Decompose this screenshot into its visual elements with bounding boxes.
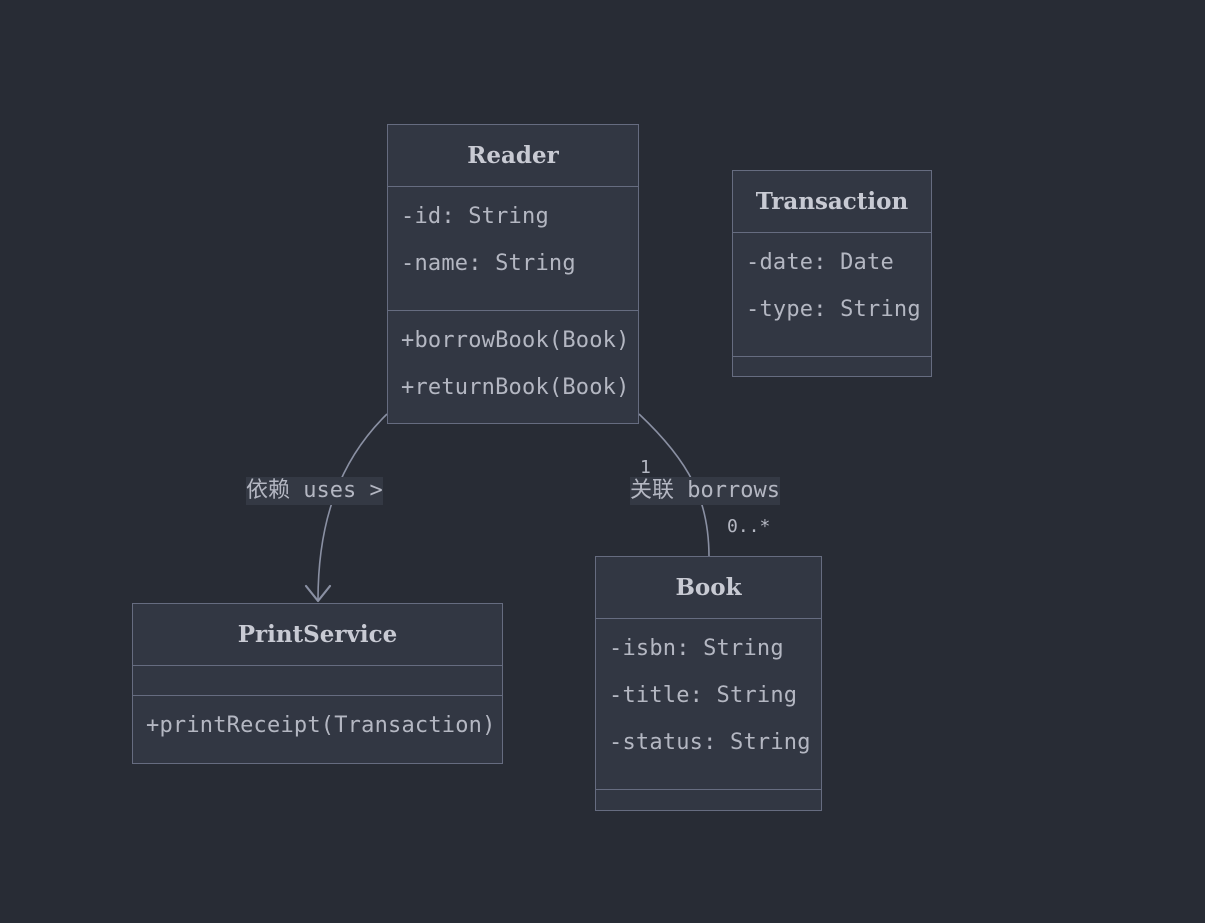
methods-section xyxy=(596,790,821,810)
attribute: -name: String xyxy=(401,251,576,276)
methods-section: +printReceipt(Transaction) xyxy=(133,696,502,755)
method: +printReceipt(Transaction) xyxy=(146,713,496,738)
method: +returnBook(Book) xyxy=(401,375,630,400)
association-to-multiplicity: 0..* xyxy=(727,516,771,537)
class-book[interactable]: Book -isbn: String -title: String -statu… xyxy=(595,556,822,811)
class-transaction[interactable]: Transaction -date: Date -type: String xyxy=(732,170,932,377)
association-from-multiplicity: 1 xyxy=(640,457,651,478)
class-title: Transaction xyxy=(733,171,931,233)
dependency-label: 依赖 uses > xyxy=(246,477,383,505)
attributes-section: -isbn: String -title: String -status: St… xyxy=(596,619,821,790)
attributes-section xyxy=(133,666,502,696)
attribute: -isbn: String xyxy=(609,636,784,661)
class-title: Book xyxy=(596,557,821,619)
attribute: -id: String xyxy=(401,204,549,229)
class-print-service[interactable]: PrintService +printReceipt(Transaction) xyxy=(132,603,503,764)
class-reader[interactable]: Reader -id: String -name: String +borrow… xyxy=(387,124,639,424)
attribute: -status: String xyxy=(609,730,811,755)
method: +borrowBook(Book) xyxy=(401,328,630,353)
association-label: 关联 borrows xyxy=(630,477,780,505)
attribute: -type: String xyxy=(746,297,921,322)
methods-section: +borrowBook(Book) +returnBook(Book) xyxy=(388,311,638,417)
attributes-section: -id: String -name: String xyxy=(388,187,638,311)
class-title: Reader xyxy=(388,125,638,187)
attribute: -date: Date xyxy=(746,250,894,275)
dependency-arrowhead-icon xyxy=(304,584,332,603)
dependency-edge xyxy=(317,413,388,601)
attribute: -title: String xyxy=(609,683,798,708)
methods-section xyxy=(733,357,931,375)
class-title: PrintService xyxy=(133,604,502,666)
attributes-section: -date: Date -type: String xyxy=(733,233,931,357)
